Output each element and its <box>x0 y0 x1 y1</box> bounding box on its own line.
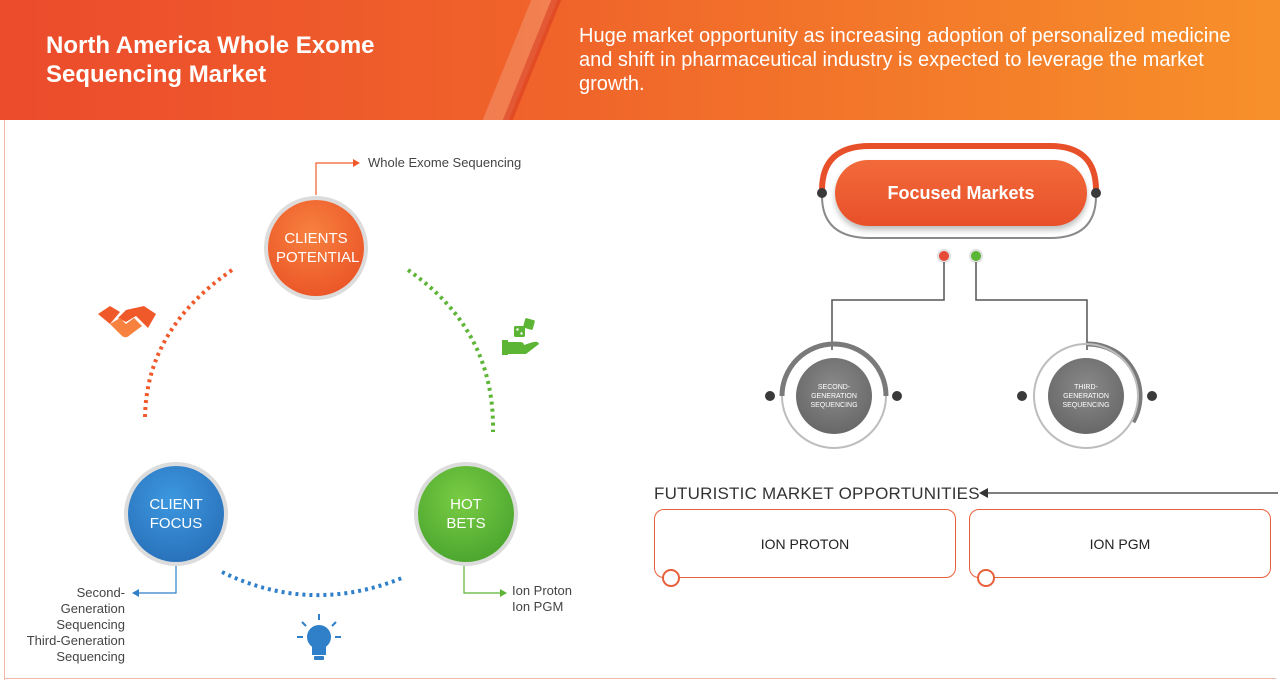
hot-bets-connector <box>463 560 503 594</box>
left-node-arc <box>779 341 889 397</box>
client-focus-label: CLIENT FOCUS <box>149 496 203 532</box>
dice-hand-icon <box>502 318 539 355</box>
connector-dot <box>1147 391 1157 401</box>
clients-potential-label: CLIENTS POTENTIAL <box>276 230 360 266</box>
client-focus-note: Sequencing <box>56 649 125 664</box>
client-focus-connector <box>136 560 177 594</box>
client-focus-note: Third-Generation <box>26 633 125 648</box>
client-focus-node: CLIENT FOCUS <box>128 466 224 562</box>
futuristic-title: FUTURISTIC MARKET OPPORTUNITIES <box>654 484 980 503</box>
left-node-arc-lower <box>781 395 887 449</box>
client-focus-note: Second- <box>76 585 125 600</box>
connector-dot <box>1091 188 1101 198</box>
blue-dotted-arc <box>221 570 403 598</box>
arrowhead-icon <box>500 589 507 597</box>
handshake-icon <box>98 306 156 338</box>
client-focus-note: Sequencing <box>56 617 125 632</box>
frame-left-border <box>4 120 5 680</box>
header-tagline: Huge market opportunity as increasing ad… <box>579 25 1231 95</box>
second-generation-label: SECOND-GENERATION SEQUENCING <box>810 383 858 409</box>
green-dot <box>969 249 983 263</box>
arrowhead-icon <box>353 159 360 167</box>
box-corner-circle <box>662 569 680 587</box>
arrowhead-icon <box>132 589 139 597</box>
futuristic-box-label: ION PGM <box>1089 535 1151 552</box>
connector-dot <box>892 391 902 401</box>
connector-dot <box>1017 391 1027 401</box>
futuristic-box-ion-pgm: ION PGM <box>969 509 1271 578</box>
hot-bets-note: Ion PGM <box>512 599 564 614</box>
arrowhead-icon <box>979 488 988 498</box>
tree-line-right <box>975 262 1088 350</box>
client-focus-note: Generation <box>60 601 125 616</box>
clients-potential-ring <box>264 196 368 300</box>
futuristic-box-label: ION PROTON <box>760 535 850 552</box>
third-generation-node: THIRD-GENERATION SEQUENCING <box>1048 358 1124 434</box>
frame-bottom-border <box>4 678 1276 679</box>
connector-dot <box>817 188 827 198</box>
right-node-ring <box>1033 343 1139 449</box>
hot-bets-node: HOT BETS <box>418 466 514 562</box>
tree-line-left <box>831 262 945 350</box>
clients-potential-connector <box>315 162 356 195</box>
focused-top-arc <box>819 143 1099 191</box>
page-title: North America Whole Exome Sequencing Mar… <box>46 32 375 88</box>
hot-bets-notes: Ion Proton Ion PGM <box>512 583 572 615</box>
focused-markets-title: Focused Markets <box>887 182 1035 203</box>
client-focus-notes: Second- Generation Sequencing Third-Gene… <box>10 585 125 665</box>
focused-markets-pill: Focused Markets <box>835 160 1087 226</box>
box-corner-circle <box>977 569 995 587</box>
third-generation-label: THIRD-GENERATION SEQUENCING <box>1062 383 1110 409</box>
orange-dotted-arc <box>143 268 234 421</box>
header-banner: North America Whole Exome Sequencing Mar… <box>0 0 1280 120</box>
clients-potential-node: CLIENTS POTENTIAL <box>268 200 364 296</box>
futuristic-box-ion-proton: ION PROTON <box>654 509 956 578</box>
green-dotted-arc <box>406 268 496 433</box>
second-generation-node: SECOND-GENERATION SEQUENCING <box>796 358 872 434</box>
hot-bets-note: Ion Proton <box>512 583 572 598</box>
focused-bottom-arc <box>821 195 1097 239</box>
clients-potential-note: Whole Exome Sequencing <box>368 155 522 170</box>
client-focus-ring <box>124 462 228 566</box>
hot-bets-ring <box>414 462 518 566</box>
connector-dot <box>765 391 775 401</box>
lightbulb-icon <box>297 614 341 660</box>
hot-bets-label: HOT BETS <box>446 496 486 532</box>
red-dot <box>937 249 951 263</box>
